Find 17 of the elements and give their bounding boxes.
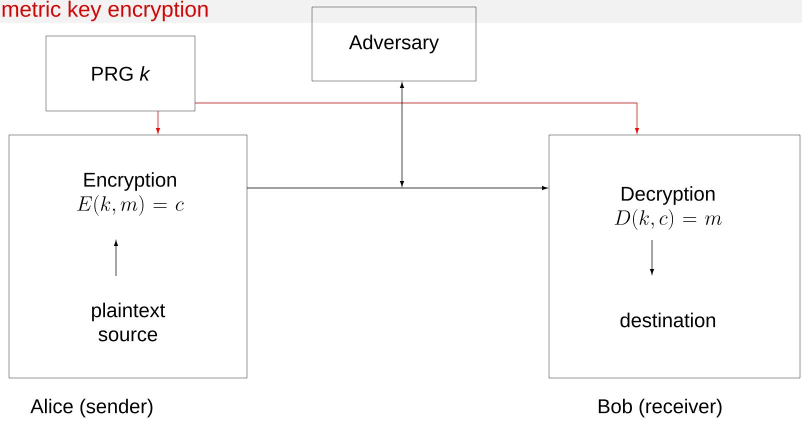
arrow: [246, 186, 548, 190]
node-label: Bob (receiver): [598, 398, 722, 418]
decryption-label: Decryption $D(k,c)=m$: [614, 186, 722, 230]
arrow: [194, 102, 640, 134]
generator-box: PRG k: [46, 36, 196, 112]
arrow: [114, 240, 118, 276]
arrow: [400, 82, 404, 187]
arrow: [156, 110, 160, 134]
source-label: plaintext source: [92, 302, 166, 342]
node-label: Alice (sender): [30, 398, 152, 418]
encryption-label: Encryption $E(k,m)=c$: [77, 172, 184, 216]
adversary-box: Adversary: [312, 6, 476, 82]
sender-box: [8, 134, 248, 378]
title-bar: metric key encryption: [0, 0, 802, 23]
destination-label: destination: [620, 312, 716, 328]
arrow: [650, 240, 654, 275]
receiver-box: [548, 134, 800, 378]
